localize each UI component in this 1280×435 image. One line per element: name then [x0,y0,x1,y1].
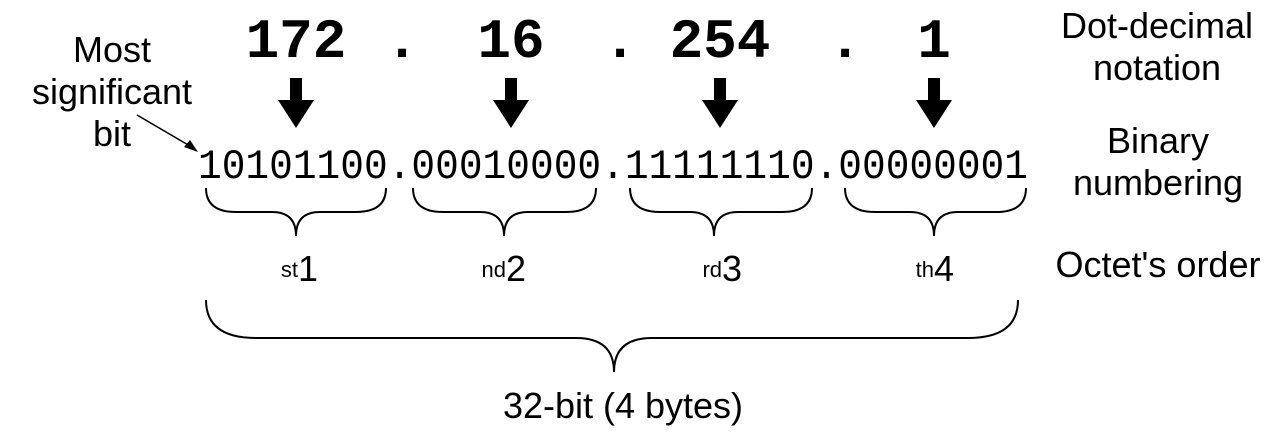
octet-4-binary: 00000001 [838,143,1028,191]
total-brace [205,299,1019,373]
down-arrow-icon [702,78,738,128]
decimal-separator-3: . [828,10,862,74]
octet-2-ordinal-suffix: nd [482,257,506,282]
binary-label-line1: Binary [1107,120,1209,161]
msb-annotation: Most significant bit [32,29,198,154]
octet-1-binary: 10101100 [198,143,388,191]
octet-3-binary: 11111110 [625,143,815,191]
octet-1-decimal: 172 [246,10,347,74]
octet-1-ordinal-suffix: st [281,257,298,282]
total-size-label: 32-bit (4 bytes) [503,385,743,426]
octet-order-label: Octet's order [1056,244,1261,285]
octet-1-brace [205,187,387,237]
octet-3-decimal: 254 [670,10,771,74]
octet-3-ordinal: 3 [722,248,742,289]
msb-pointer-line [136,114,191,147]
row-labels: Dot-decimal notation Binary numbering Oc… [1056,5,1261,285]
octet-1-ordinal: 1 [298,248,318,289]
octet-3-ordinal-suffix: rd [702,257,722,282]
octet-3-brace [629,187,813,237]
decimal-separator-1: . [385,10,419,74]
msb-label-line2: significant [32,71,192,112]
binary-separator-2: . [601,143,625,191]
octet-2-binary: 00010000 [411,143,601,191]
msb-pointer-arrow-icon [184,140,198,152]
octet-2-ordinal: 2 [506,248,526,289]
octet-4-ordinal-suffix: th [916,257,934,282]
conversion-arrows [278,78,952,128]
octet-2-brace [412,187,597,237]
octet-braces [205,187,1027,237]
msb-label-line1: Most [73,29,151,70]
binary-numbering-row: 10101100.00010000.11111110.00000001 [198,143,1028,191]
decimal-separator-2: . [603,10,637,74]
octet-order-row: st 1 nd 2 rd 3 th 4 [281,248,954,289]
down-arrow-icon [916,78,952,128]
octet-4-brace [844,187,1027,237]
msb-label-line3: bit [93,113,131,154]
octet-2-decimal: 16 [477,10,544,74]
down-arrow-icon [493,78,529,128]
octet-4-ordinal: 4 [934,248,954,289]
binary-separator-1: . [388,143,412,191]
down-arrow-icon [278,78,314,128]
binary-separator-3: . [815,143,839,191]
dot-decimal-row: 172 . 16 . 254 . 1 [246,10,951,74]
binary-label-line2: numbering [1073,162,1243,203]
dot-decimal-label-line2: notation [1093,47,1221,88]
octet-4-decimal: 1 [917,10,951,74]
dot-decimal-label-line1: Dot-decimal [1061,5,1253,46]
